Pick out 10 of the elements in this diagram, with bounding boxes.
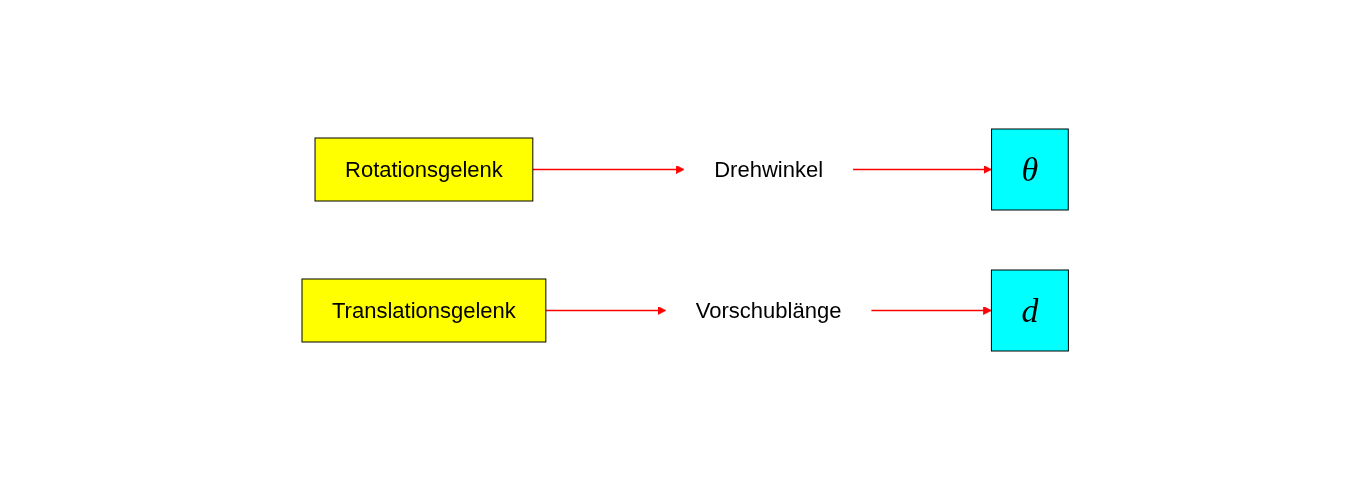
node-box: d bbox=[990, 269, 1069, 351]
arrow bbox=[870, 305, 992, 315]
node-box: Rotationsgelenk bbox=[314, 137, 534, 201]
node-box: θ bbox=[990, 128, 1069, 210]
arrow bbox=[852, 164, 992, 174]
node-box: Translationsgelenk bbox=[301, 278, 547, 342]
arrow bbox=[544, 305, 667, 315]
node-text: Vorschublänge bbox=[695, 297, 842, 323]
node-text: Drehwinkel bbox=[714, 156, 823, 182]
arrow bbox=[531, 164, 685, 174]
